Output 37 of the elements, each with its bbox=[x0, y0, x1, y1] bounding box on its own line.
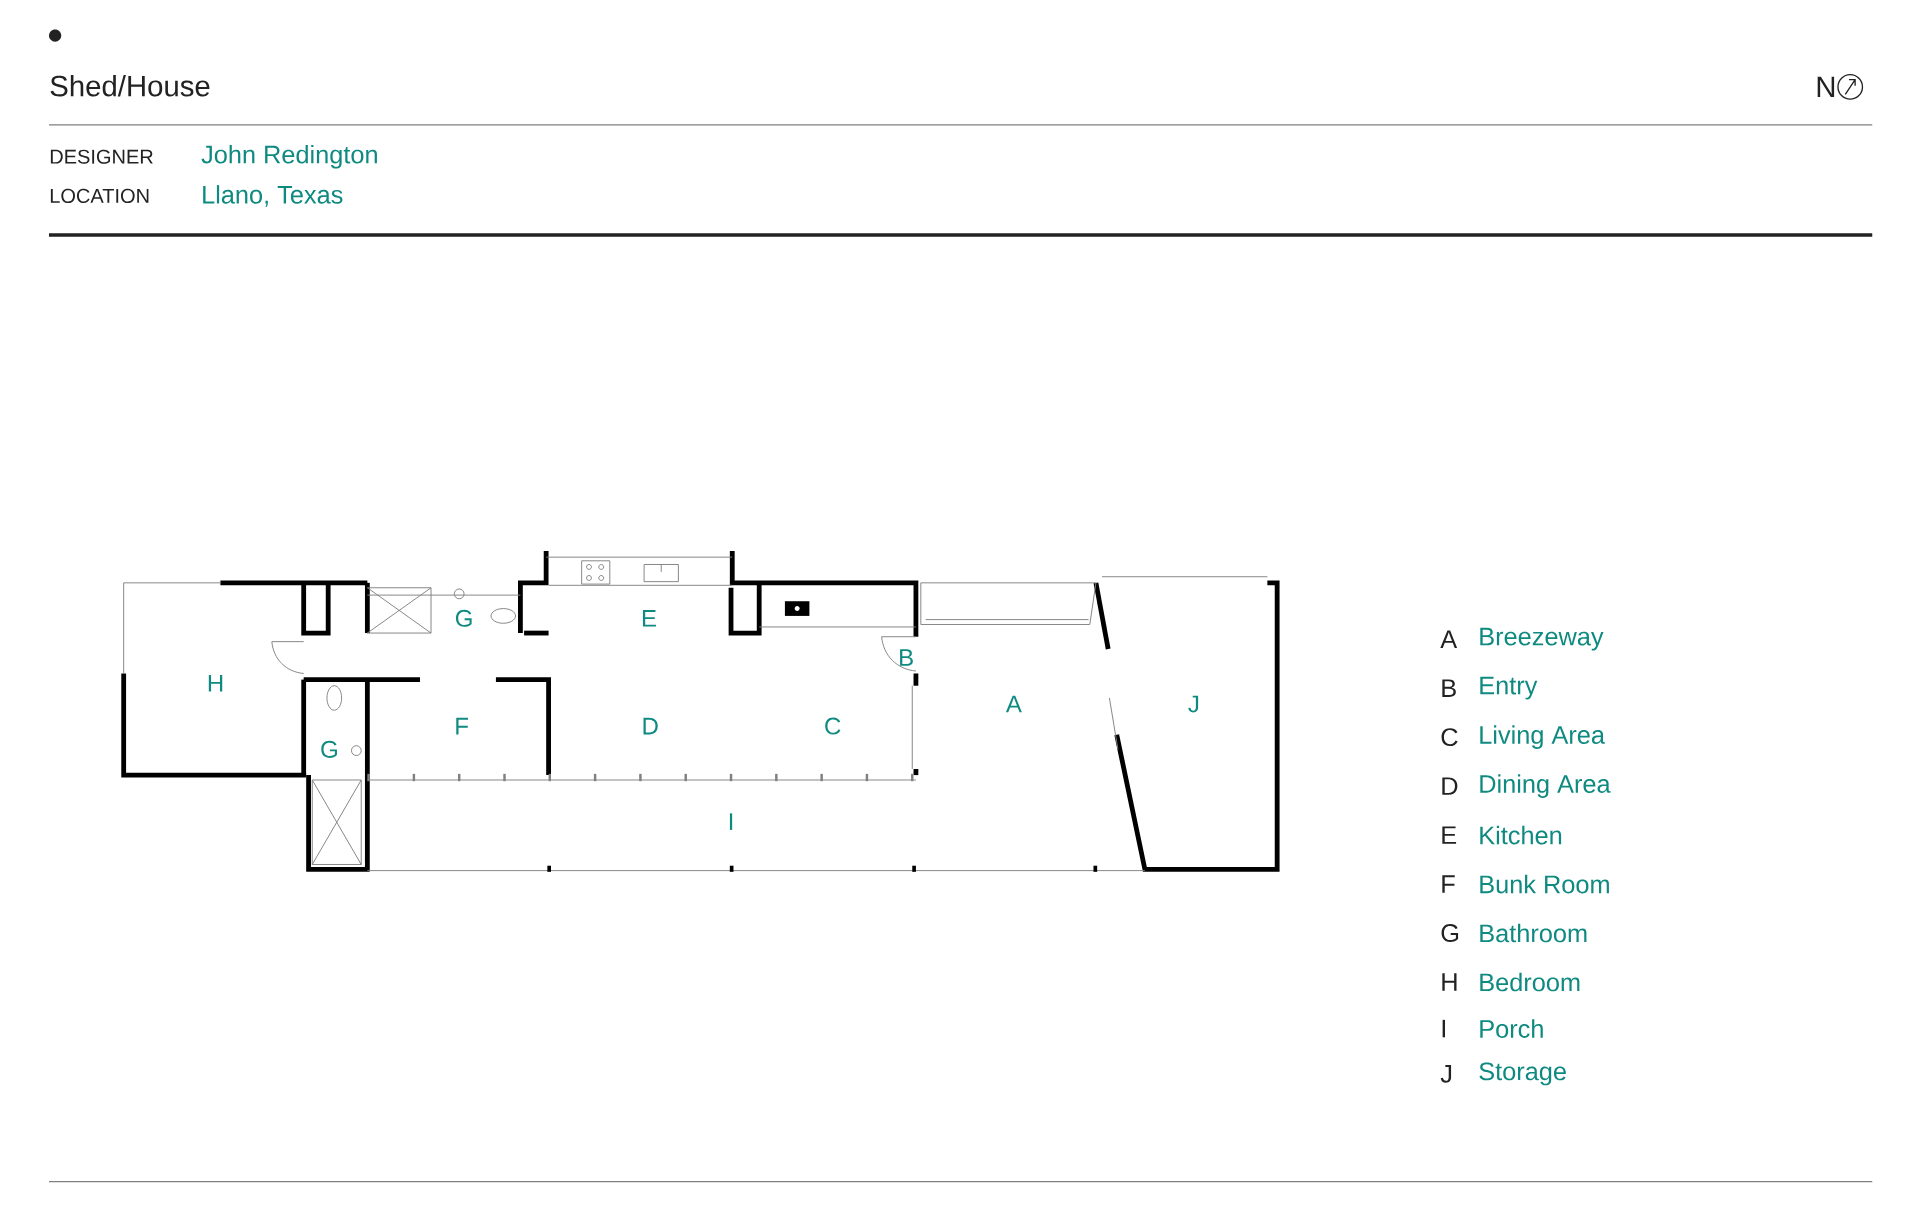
room-letter: F bbox=[456, 718, 468, 735]
key-letter: H bbox=[1442, 973, 1457, 991]
room-letter: D bbox=[643, 718, 658, 735]
key-name: Entry bbox=[1480, 677, 1538, 700]
room-letter: G bbox=[321, 741, 337, 759]
key-name: Living Area bbox=[1480, 725, 1605, 750]
key-name: Bunk Room bbox=[1480, 874, 1609, 894]
key-name: Kitchen bbox=[1480, 826, 1562, 845]
room-letter: C bbox=[825, 717, 841, 735]
key-name: Bathroom bbox=[1480, 923, 1587, 943]
key-letter: C bbox=[1441, 728, 1458, 747]
room-letter: I bbox=[729, 813, 733, 831]
field-label: LOCATION bbox=[50, 189, 149, 204]
key-letter: B bbox=[1442, 679, 1456, 698]
key-letter: I bbox=[1442, 1020, 1445, 1038]
room-letter: G bbox=[455, 610, 472, 628]
key-name: Storage bbox=[1479, 1062, 1566, 1086]
key-name: Dining Area bbox=[1480, 774, 1611, 799]
room-letter: H bbox=[208, 675, 223, 692]
key-letter: E bbox=[1442, 826, 1457, 844]
key-name: Breezeway bbox=[1480, 628, 1604, 651]
field-value: John Redington bbox=[201, 145, 377, 169]
key-letter: A bbox=[1440, 630, 1458, 649]
field-label: DESIGNER bbox=[50, 149, 153, 164]
room-letter: A bbox=[1005, 696, 1022, 713]
room-letter: J bbox=[1188, 695, 1199, 713]
key-letter: F bbox=[1442, 875, 1455, 893]
room-letter: E bbox=[642, 610, 656, 627]
key-letter: G bbox=[1441, 924, 1459, 943]
key-name: Porch bbox=[1480, 1019, 1543, 1039]
key-letter: J bbox=[1440, 1065, 1452, 1083]
room-letter: B bbox=[900, 649, 913, 666]
north-label: N bbox=[1817, 77, 1835, 98]
title: Shed/House bbox=[50, 75, 210, 97]
key-letter: D bbox=[1442, 777, 1458, 796]
field-value: Llano, Texas bbox=[203, 185, 343, 207]
key-name: Bedroom bbox=[1480, 972, 1580, 992]
